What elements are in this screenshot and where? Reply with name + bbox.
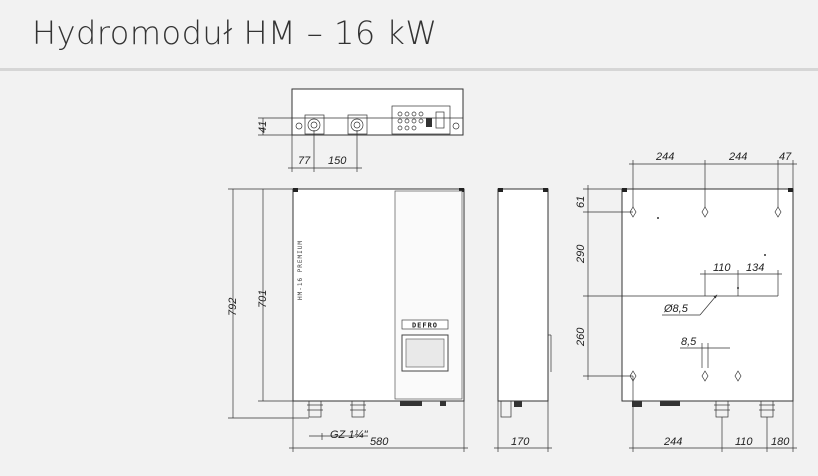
dim-front-connection: GZ 1¼" xyxy=(330,429,369,441)
front-side-text: HM-16 PREMIUM xyxy=(297,240,304,300)
front-bottom-fittings xyxy=(307,400,446,418)
dim-rear-h-110: 110 xyxy=(713,262,731,274)
dim-rear-top-2: 244 xyxy=(728,151,747,163)
dim-rear-top-1: 244 xyxy=(655,151,674,163)
dim-top-spacing: 150 xyxy=(328,155,347,167)
dim-rear-v-2: 290 xyxy=(575,244,587,264)
top-terminal-block xyxy=(391,105,451,135)
front-view: HM-16 PREMIUM DEFRO xyxy=(227,188,468,452)
dim-front-width: 580 xyxy=(370,436,389,448)
title-divider xyxy=(0,68,818,71)
rear-view: 244 244 47 61 290 260 110 134 Ø8,5 xyxy=(575,151,797,452)
control-display xyxy=(401,334,449,372)
dim-rear-top-3: 47 xyxy=(779,151,792,163)
dim-rear-bottom-1: 244 xyxy=(663,436,682,448)
dim-rear-bottom-3: 180 xyxy=(771,436,790,448)
brand-logo: DEFRO xyxy=(412,322,438,330)
dim-rear-hole: Ø8,5 xyxy=(663,303,689,315)
dim-front-body-height: 701 xyxy=(257,290,269,308)
dim-rear-h-134: 134 xyxy=(746,262,764,274)
dim-rear-v-3: 260 xyxy=(575,327,587,347)
side-view: 170 xyxy=(494,188,552,452)
page-title: Hydromoduł HM – 16 kW xyxy=(32,14,438,52)
dim-top-offset: 77 xyxy=(298,155,311,167)
dim-rear-slot: 8,5 xyxy=(681,336,697,348)
dim-rear-bottom-2: 110 xyxy=(735,436,753,448)
dim-side-depth: 170 xyxy=(511,436,530,448)
dim-front-total-height: 792 xyxy=(227,298,239,316)
dim-top-depth: 41 xyxy=(257,121,269,133)
dim-rear-v-1: 61 xyxy=(575,196,587,208)
top-view: 41 77 150 xyxy=(257,88,464,172)
